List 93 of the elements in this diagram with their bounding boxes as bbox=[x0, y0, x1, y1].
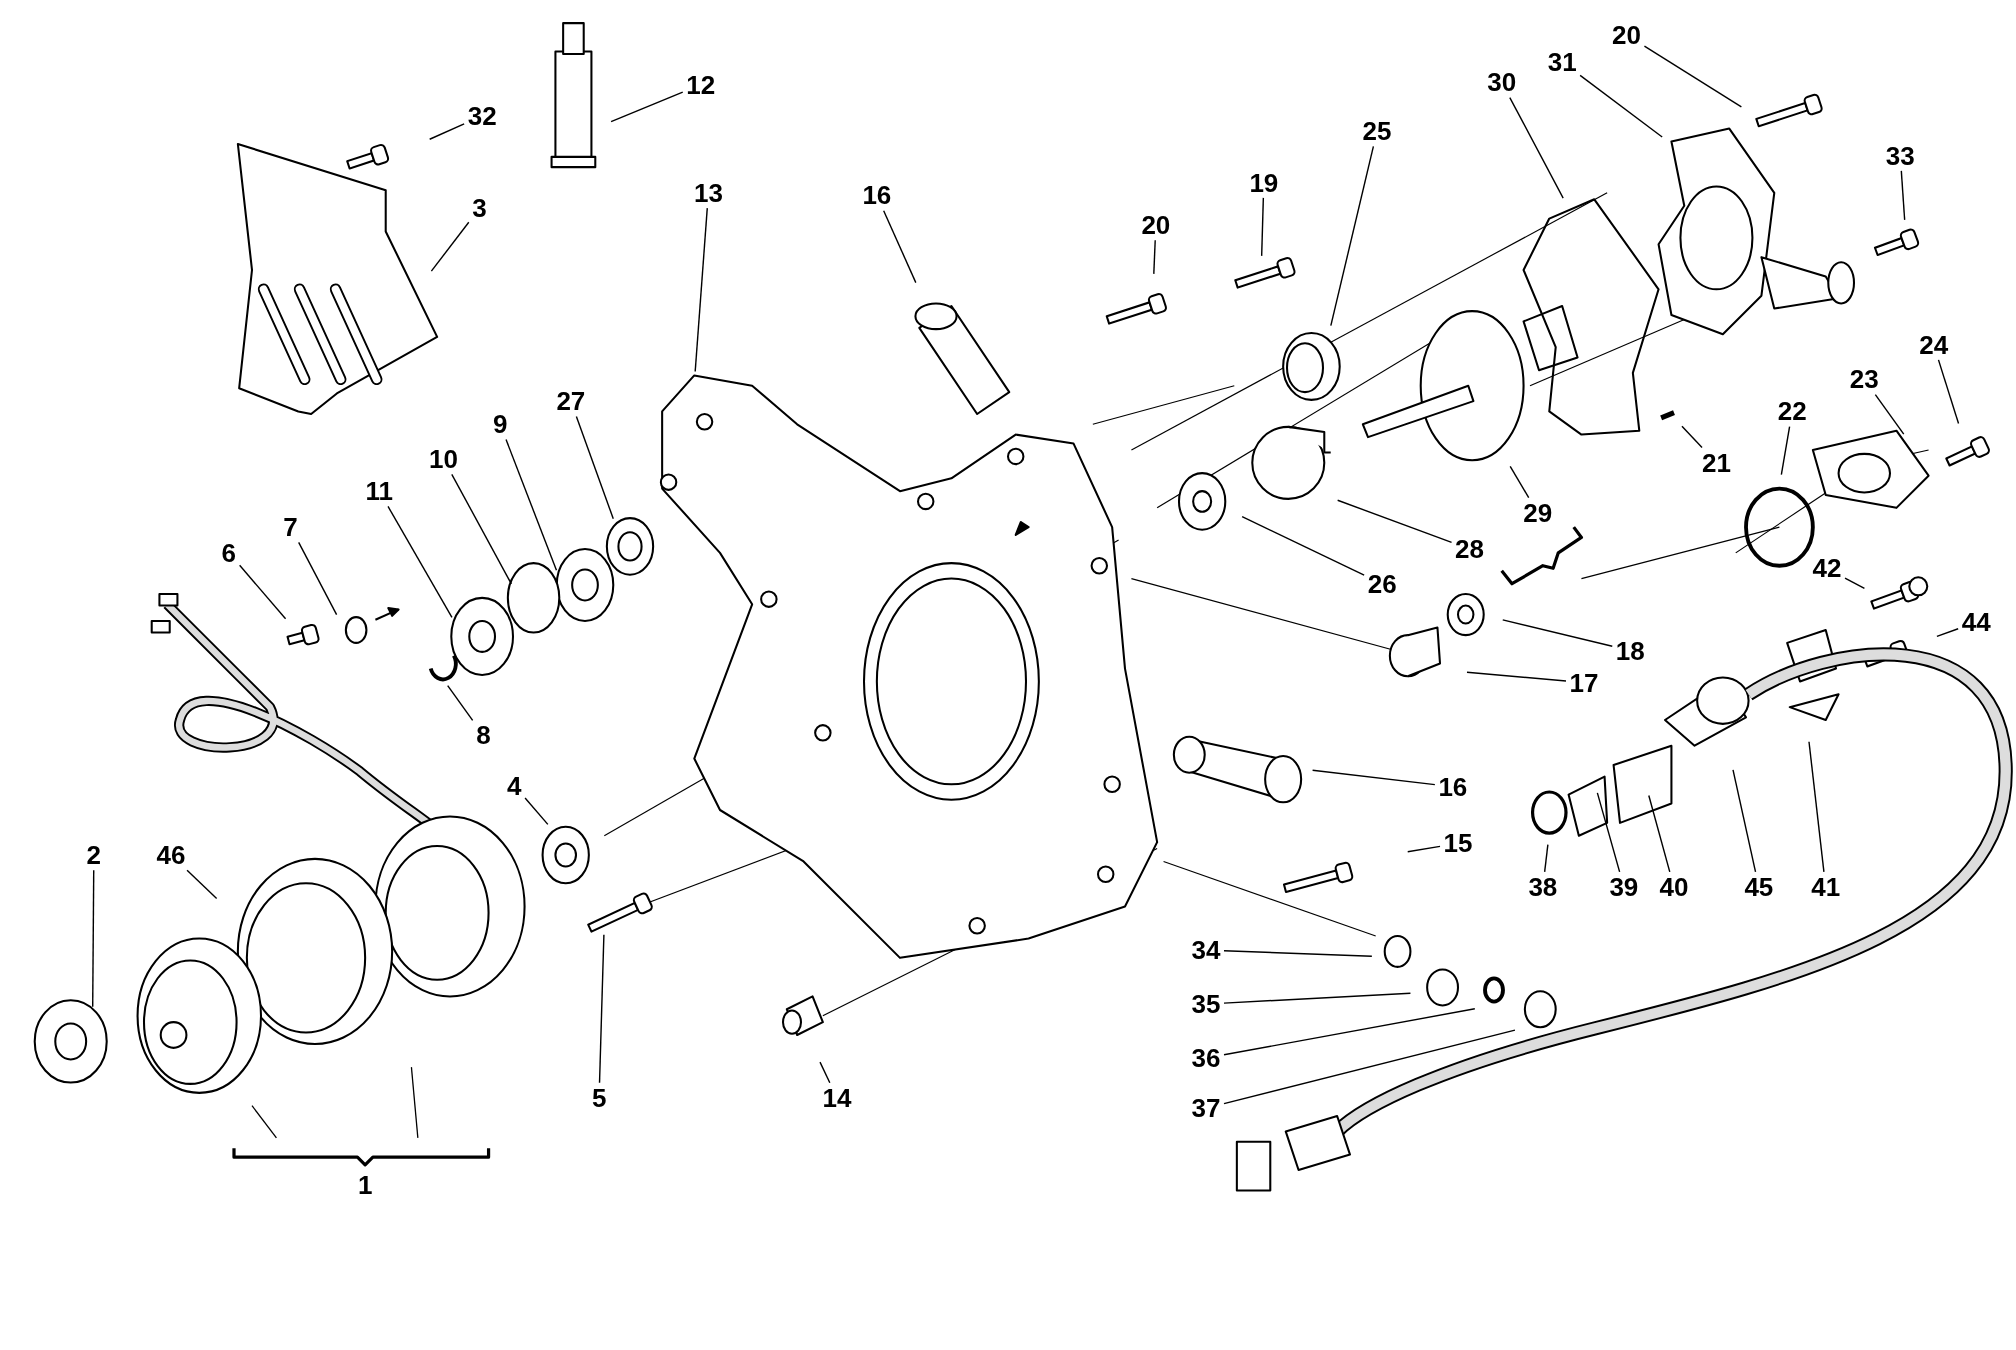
leader-line bbox=[819, 1061, 831, 1084]
callout-number: 16 bbox=[1437, 772, 1469, 801]
callout-number: 21 bbox=[1700, 448, 1732, 477]
callout-number: 33 bbox=[1884, 141, 1916, 170]
leader-line bbox=[1223, 950, 1373, 957]
callout-number: 12 bbox=[685, 70, 717, 99]
callout-number: 42 bbox=[1811, 554, 1843, 583]
leader-line bbox=[1937, 359, 1960, 425]
leader-line bbox=[1407, 845, 1441, 853]
leader-line bbox=[1900, 170, 1906, 221]
callout-number: 31 bbox=[1546, 47, 1578, 76]
leader-line bbox=[1648, 794, 1671, 873]
leader-line bbox=[1153, 239, 1156, 275]
callout-number: 39 bbox=[1608, 873, 1640, 902]
callout-number: 34 bbox=[1190, 936, 1222, 965]
leader-line bbox=[1509, 96, 1564, 199]
callout-number: 20 bbox=[1140, 211, 1172, 239]
callout-number: 24 bbox=[1918, 330, 1950, 359]
leader-line bbox=[1336, 499, 1453, 543]
callout-number: 16 bbox=[861, 181, 893, 210]
leader-line bbox=[1780, 426, 1791, 476]
leader-line bbox=[505, 438, 558, 572]
leader-line bbox=[694, 207, 708, 373]
callout-number: 5 bbox=[590, 1084, 608, 1112]
callout-number: 20 bbox=[1610, 20, 1642, 49]
callout-number: 29 bbox=[1522, 499, 1554, 527]
leader-line bbox=[1579, 74, 1663, 138]
callout-number: 36 bbox=[1190, 1044, 1222, 1073]
callout-number: 32 bbox=[466, 101, 498, 130]
callout-number: 8 bbox=[475, 721, 492, 750]
leader-line bbox=[451, 473, 513, 585]
callout-number: 14 bbox=[821, 1084, 853, 1112]
leader-line bbox=[1330, 145, 1375, 327]
callout-number: 4 bbox=[506, 771, 523, 800]
leader-line bbox=[598, 934, 605, 1084]
leader-line bbox=[186, 869, 218, 900]
leader-line bbox=[1681, 425, 1703, 449]
leader-line bbox=[1874, 393, 1905, 435]
leader-line bbox=[575, 415, 614, 520]
callout-number: 22 bbox=[1776, 397, 1808, 426]
leader-line bbox=[1466, 671, 1567, 682]
leader-line bbox=[1260, 197, 1265, 257]
callout-number: 41 bbox=[1810, 873, 1842, 902]
leader-line bbox=[1596, 792, 1621, 873]
callout-number: 26 bbox=[1366, 569, 1398, 598]
callout-number: 37 bbox=[1190, 1094, 1222, 1123]
leader-line bbox=[1844, 577, 1866, 590]
leader-line bbox=[524, 797, 549, 826]
leader-line bbox=[238, 564, 287, 620]
leader-line bbox=[1223, 1008, 1476, 1056]
leader-line bbox=[1936, 628, 1959, 638]
leader-line bbox=[1241, 516, 1365, 576]
leader-line bbox=[882, 210, 917, 284]
leader-line bbox=[1223, 1029, 1516, 1105]
leader-line bbox=[387, 505, 453, 619]
callout-number: 2 bbox=[85, 841, 103, 869]
callout-number: 27 bbox=[555, 387, 587, 416]
callout-number: 3 bbox=[471, 194, 488, 223]
callout-number: 35 bbox=[1190, 990, 1222, 1019]
callout-number: 46 bbox=[155, 841, 187, 869]
leader-line bbox=[1732, 769, 1757, 873]
callout-number: 11 bbox=[364, 477, 395, 506]
leader-line bbox=[610, 91, 684, 123]
leader-line bbox=[1643, 45, 1743, 108]
callout-number: 10 bbox=[428, 445, 459, 473]
callout-number: 40 bbox=[1658, 873, 1690, 902]
leader-line bbox=[92, 869, 95, 1008]
callout-number: 38 bbox=[1527, 873, 1559, 902]
leader-line bbox=[430, 221, 470, 272]
callout-number: 44 bbox=[1960, 608, 1992, 637]
callout-number: 1 bbox=[356, 1171, 374, 1200]
callout-number: 30 bbox=[1486, 68, 1518, 97]
callout-number: 7 bbox=[282, 513, 299, 542]
callout-number: 25 bbox=[1361, 117, 1393, 146]
callout-number: 23 bbox=[1848, 365, 1880, 394]
callout-number: 18 bbox=[1614, 636, 1646, 665]
callout-number: 13 bbox=[692, 178, 724, 207]
callout-number: 28 bbox=[1454, 535, 1485, 563]
leader-line bbox=[1502, 619, 1613, 647]
leader-line bbox=[297, 541, 338, 616]
leader-line bbox=[1223, 992, 1412, 1004]
callout-number: 19 bbox=[1248, 168, 1280, 197]
leader-line bbox=[1509, 465, 1530, 499]
callout-number: 15 bbox=[1442, 829, 1474, 858]
leader-line bbox=[447, 684, 474, 722]
callout-number: 6 bbox=[220, 538, 238, 567]
callout-number: 9 bbox=[491, 410, 509, 439]
leader-line bbox=[429, 123, 465, 140]
callout-number: 45 bbox=[1743, 873, 1775, 902]
leader-line bbox=[1543, 843, 1549, 873]
leader-line bbox=[1808, 741, 1825, 873]
callout-number: 17 bbox=[1568, 668, 1600, 697]
leader-line bbox=[1311, 769, 1436, 786]
